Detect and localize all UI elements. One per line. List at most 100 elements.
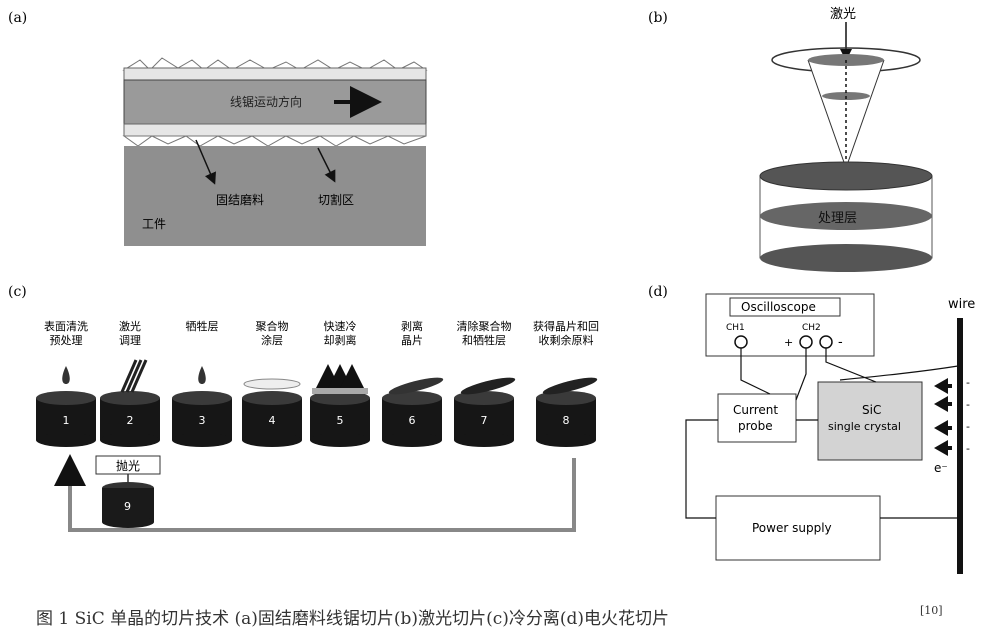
polish-text: 抛光: [116, 458, 140, 473]
step-title-line2: 和牺牲层: [462, 333, 506, 347]
current-probe-box: [717, 393, 797, 443]
wafer-cylinder-bottom: [242, 433, 302, 447]
lifted-wafer: [460, 377, 516, 395]
step-title-line1: 表面清洗: [44, 319, 88, 333]
wafer-cylinder-bottom: [310, 433, 370, 447]
step-title-line1: 获得晶片和回: [533, 320, 599, 333]
step-number: 7: [481, 414, 488, 427]
current-probe-text-2: probe: [738, 419, 773, 433]
return-loop-arrow: [54, 454, 576, 532]
step-title-line2: 调理: [119, 334, 141, 347]
figure-caption: 图 1 SiC 单晶的切片技术 (a)固结磨料线锯切片(b)激光切片(c)冷分离…: [36, 604, 943, 629]
panel-a: (a) 线锯运动方向 固结磨料 切割区 工件: [8, 10, 428, 246]
panel-d: (d) Oscilloscope CH1 CH2 + - Current pro…: [648, 284, 975, 574]
minus-mark: -: [966, 398, 970, 411]
panel-a-label: (a): [8, 10, 27, 26]
step-title-line2: 涂层: [261, 333, 283, 347]
processed-layer: [760, 202, 932, 230]
ch1-port: [734, 335, 748, 349]
cylinder-top: [759, 161, 933, 191]
workpiece-text: 工件: [142, 217, 166, 231]
wafer-cylinder-bottom: [536, 433, 596, 447]
wire-top-layer: [123, 67, 427, 81]
cyl9-bottom: [102, 516, 154, 528]
wafer-cylinder-top: [242, 391, 302, 405]
step-number: 3: [199, 414, 206, 427]
oscilloscope-text: Oscilloscope: [741, 300, 816, 314]
ch2-plus-port: [799, 335, 813, 349]
droplet-icon: [62, 366, 70, 384]
wafer-cylinder-bottom: [454, 433, 514, 447]
lifted-wafer: [388, 377, 444, 395]
step-number: 5: [337, 414, 344, 427]
sic-crystal-box: [817, 381, 923, 461]
caption-text: 图 1 SiC 单晶的切片技术 (a)固结磨料线锯切片(b)激光切片(c)冷分离…: [36, 609, 669, 629]
step-title-line1: 快速冷: [324, 320, 357, 333]
ch2-text: CH2: [802, 323, 821, 333]
electron-arrow-tail: [946, 384, 952, 388]
step-number: 1: [63, 414, 70, 427]
wire-direction-text: 线锯运动方向: [230, 94, 302, 109]
panel-b-label: (b): [648, 10, 668, 26]
power-supply-box: [715, 495, 881, 561]
step-number: 4: [269, 414, 276, 427]
step-title-line2: 预处理: [50, 334, 83, 347]
electron-text: e⁻: [934, 461, 948, 475]
sic-text-1: SiC: [862, 403, 881, 417]
wire-text: wire: [948, 297, 975, 312]
step-title-line2: 晶片: [401, 334, 423, 347]
cylinder-bottom: [760, 244, 932, 272]
ch1-text: CH1: [726, 323, 745, 333]
laser-beam-icon: [120, 359, 138, 393]
abrasive-top: [122, 57, 428, 71]
wafer-cylinder-top: [310, 391, 370, 405]
step-title-line2: 却剥离: [324, 333, 357, 347]
minus-mark: -: [966, 442, 970, 455]
cutzone-text: 切割区: [318, 192, 354, 207]
electron-arrow-tail: [946, 446, 952, 450]
oscilloscope-label-box: [729, 297, 841, 317]
ch2-plus-wire: [795, 348, 807, 401]
wafer-cylinder-top: [536, 391, 596, 405]
current-probe-text-1: Current: [733, 403, 778, 417]
wafer-cylinder-bottom: [172, 433, 232, 447]
step-title-line1: 牺牲层: [186, 319, 219, 333]
abrasive-text: 固结磨料: [216, 193, 264, 207]
polymer-coating: [243, 378, 301, 390]
electron-arrow: [934, 420, 948, 436]
panel-b: (b) 激光 处理层: [648, 7, 933, 272]
panel-d-label: (d): [648, 284, 668, 300]
processed-layer-text: 处理层: [818, 211, 857, 226]
cutzone-pointer: [317, 147, 336, 183]
step-number: 6: [409, 414, 416, 427]
step-title-line2: 收剩余原料: [539, 333, 594, 347]
workpiece-block: [124, 146, 426, 246]
minus-mark: -: [966, 420, 970, 433]
electron-arrow: [934, 440, 948, 456]
ch2-minus-port: [819, 335, 833, 349]
step-title-line1: 激光: [119, 319, 141, 333]
wafer-cylinder-top: [454, 391, 514, 405]
abrasive-pointer: [195, 139, 216, 185]
electron-arrow-tail: [946, 402, 952, 406]
wafer-cylinder-top: [172, 391, 232, 405]
wire-bottom-layer: [123, 123, 427, 137]
step-number: 8: [563, 414, 570, 427]
step9-number: 9: [124, 500, 131, 513]
electron-arrow: [934, 378, 948, 394]
abrasive-bottom: [122, 135, 427, 147]
ch2-minus-wire: [825, 348, 877, 383]
minus-text: -: [838, 335, 843, 350]
wafer-cylinder-top: [36, 391, 96, 405]
panel-c-label: (c): [8, 284, 27, 300]
electron-arrow: [934, 396, 948, 412]
laser-text: 激光: [830, 7, 856, 22]
electron-arrows: [934, 378, 952, 456]
laser-beam-icon: [130, 359, 148, 393]
